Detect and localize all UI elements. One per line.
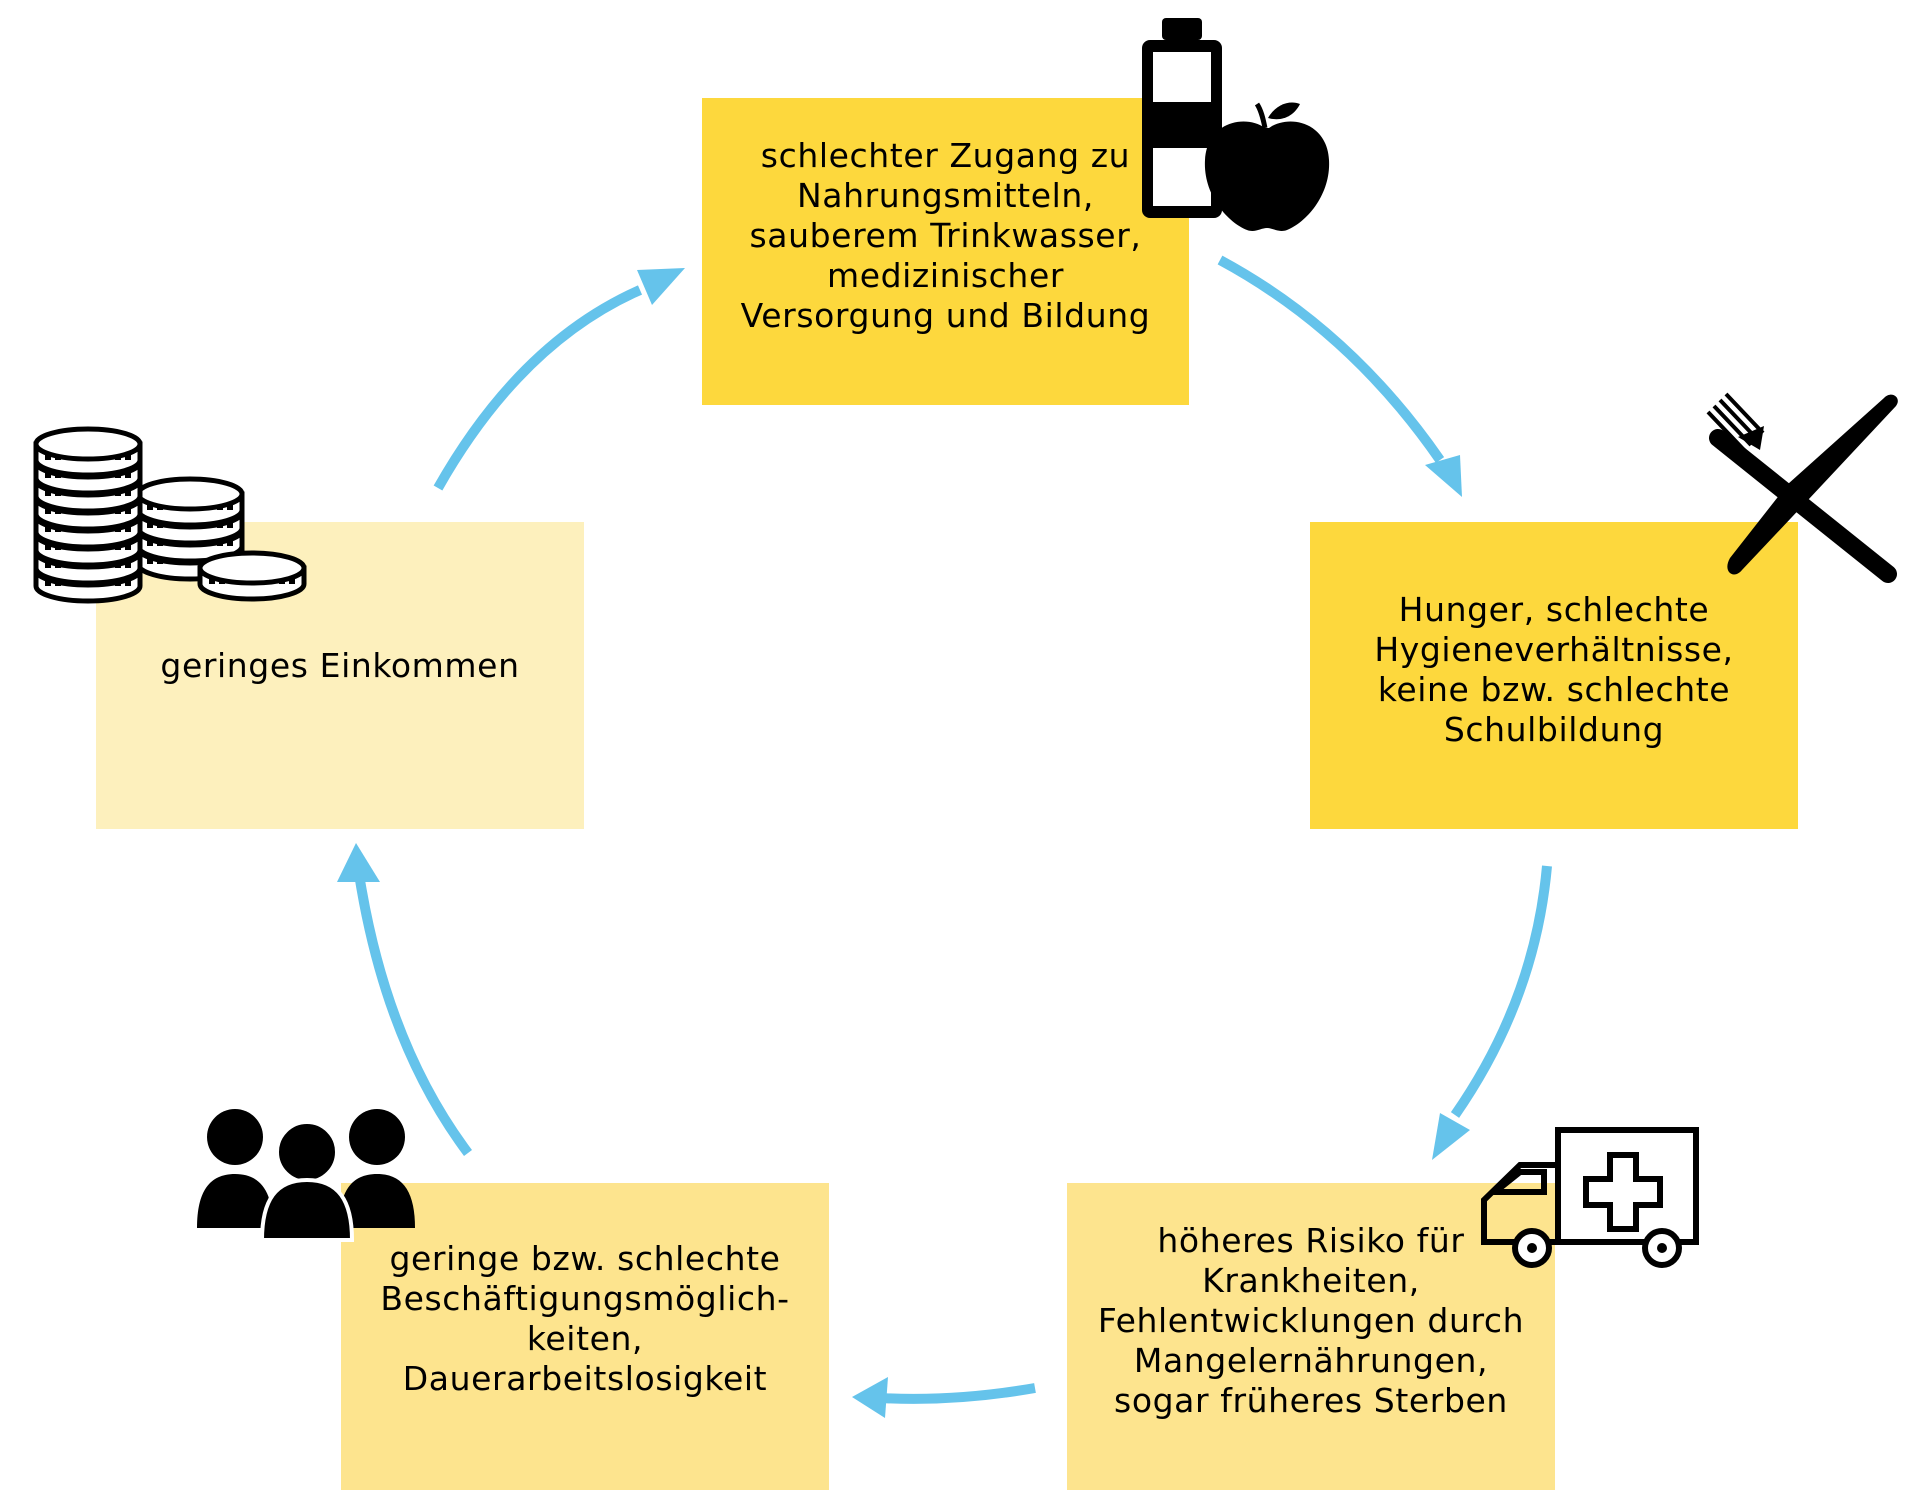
arrowhead-bottom-right xyxy=(1432,1113,1470,1160)
box-poor-access: schlechter Zugang zu Nahrungsmitteln, sa… xyxy=(702,98,1189,405)
fork-knife-icon xyxy=(1706,392,1898,583)
arrow-bottom-right-to-bottom-left xyxy=(879,1383,1036,1404)
ambulance-icon xyxy=(1481,1127,1699,1268)
box-low-income-text: geringes Einkommen xyxy=(160,646,520,685)
box-disease-risk-text: höheres Risiko für Krankheiten, Fehlentw… xyxy=(1097,1221,1525,1420)
box-hunger-hygiene-text: Hunger, schlechte Hygieneverhältnisse, k… xyxy=(1374,590,1734,749)
arrowhead-top xyxy=(637,268,685,305)
box-hunger-hygiene: Hunger, schlechte Hygieneverhältnisse, k… xyxy=(1310,522,1798,829)
box-poor-access-text: schlechter Zugang zu Nahrungsmitteln, sa… xyxy=(740,136,1151,335)
group-of-people-icon xyxy=(197,1109,415,1242)
box-disease-risk: höheres Risiko für Krankheiten, Fehlentw… xyxy=(1067,1183,1555,1490)
box-low-income: geringes Einkommen xyxy=(96,522,584,829)
arrowhead-left xyxy=(337,843,380,882)
arrowhead-bottom-left xyxy=(852,1377,888,1418)
water-bottle-apple-icon xyxy=(1142,18,1330,231)
arrowhead-right xyxy=(1425,455,1462,497)
arrow-right-to-bottom-right xyxy=(1450,865,1552,1118)
arrow-top-to-right xyxy=(1217,255,1445,463)
box-employment: geringe bzw. schlechte Beschäftigungsmög… xyxy=(341,1183,829,1490)
arrow-bottom-left-to-left xyxy=(355,879,473,1156)
arrow-left-to-top xyxy=(433,285,643,491)
box-employment-text: geringe bzw. schlechte Beschäftigungsmög… xyxy=(380,1239,790,1398)
coin-stacks-icon xyxy=(33,426,307,604)
